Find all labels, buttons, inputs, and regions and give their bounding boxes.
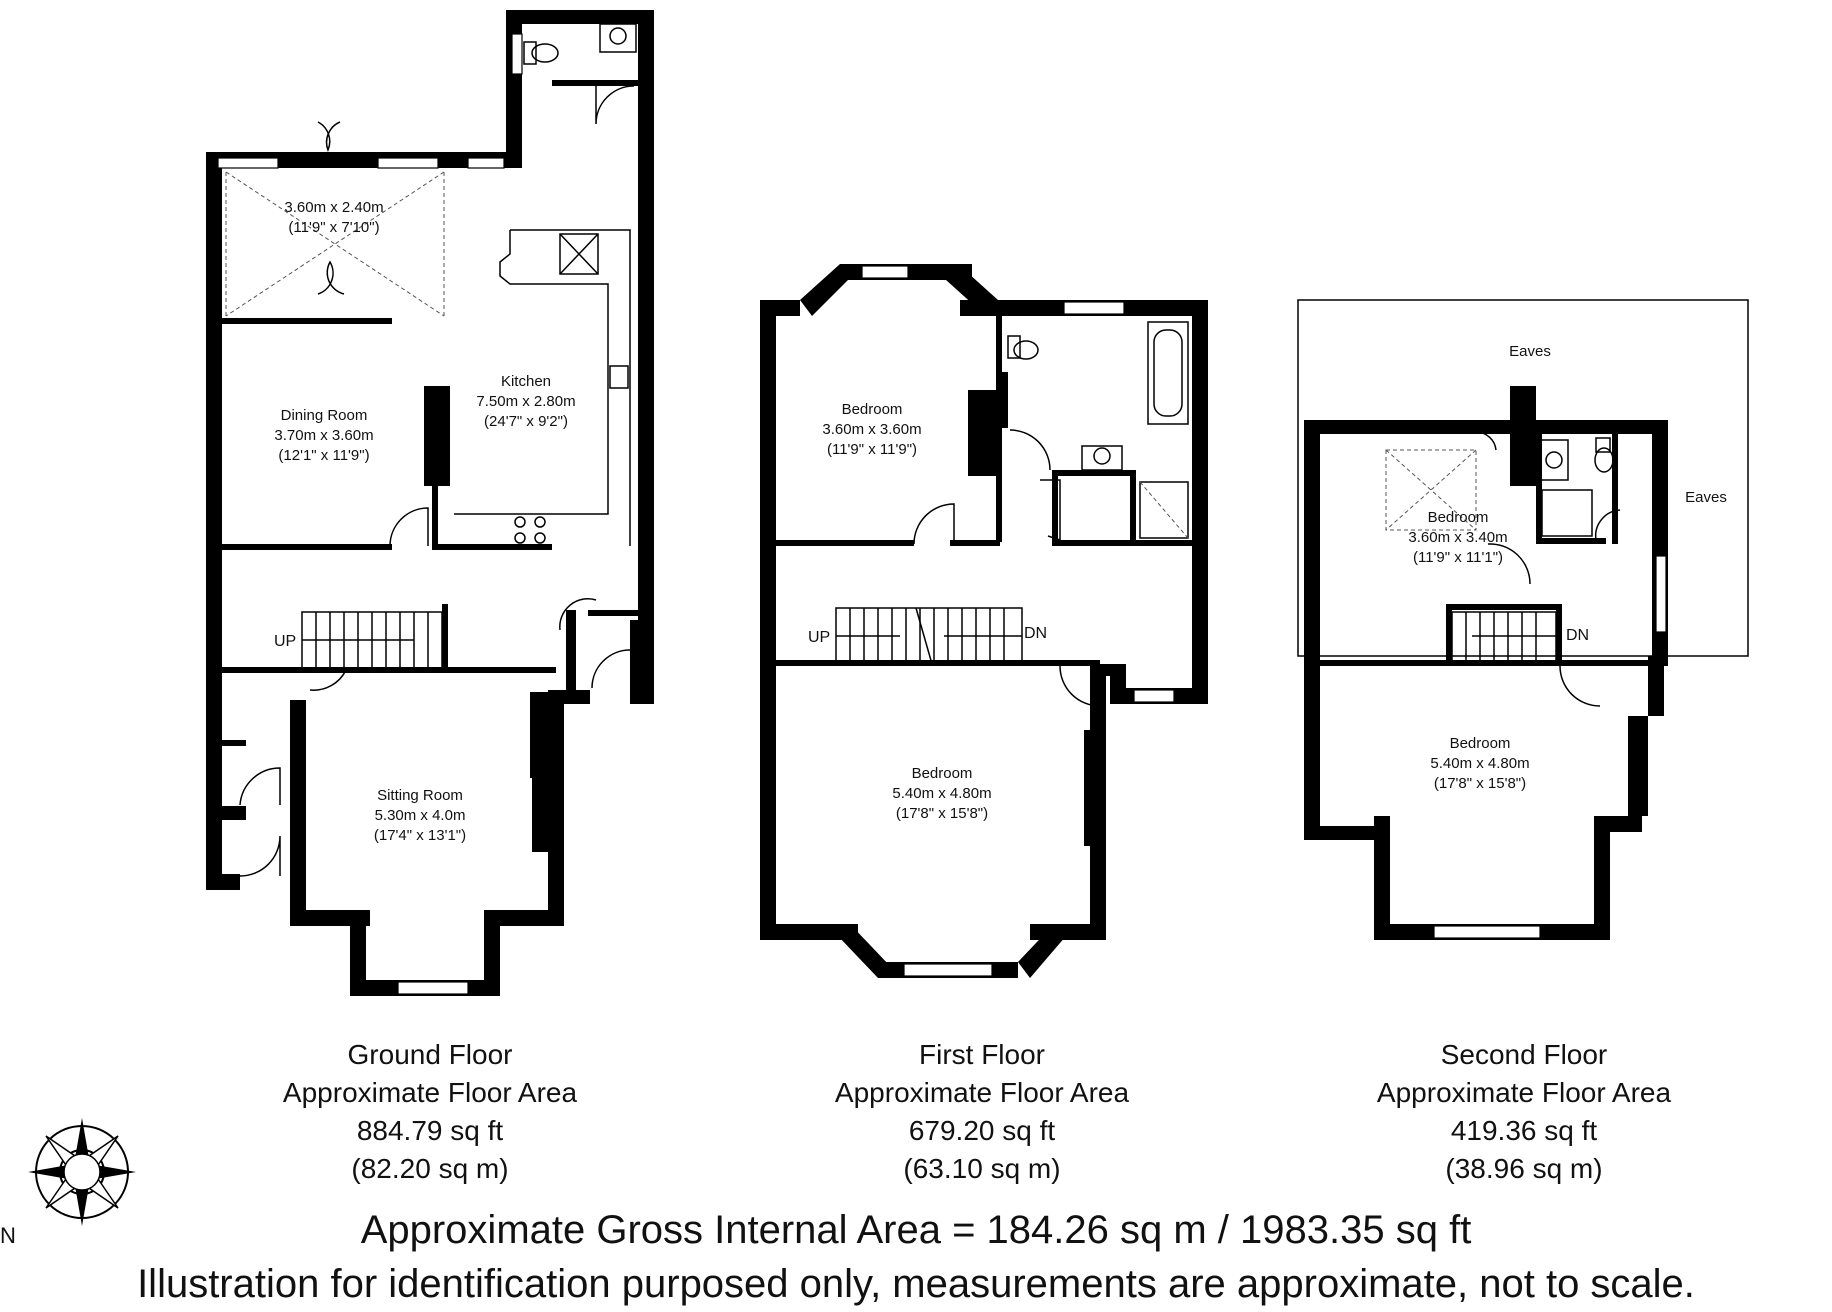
ground-floor-area-label: Approximate Floor Area <box>282 1077 578 1108</box>
sitting-room-dimensions-imperial: (17'4" x 13'1") <box>374 827 466 844</box>
dining-room-dimensions-imperial: (12'1" x 11'9") <box>278 447 369 464</box>
second-floor-sqm: (38.96 sq m) <box>1445 1153 1603 1184</box>
second-bedroom-1-name: Bedroom <box>1428 509 1489 526</box>
first-floor-summary: First Floor Approximate Floor Area 679.2… <box>772 1036 1192 1188</box>
compass-north-label: N <box>0 1223 16 1248</box>
second-bedroom-2-dimensions-metric: 5.40m x 4.80m <box>1430 755 1529 772</box>
first-bedroom-1-name: Bedroom <box>842 401 903 418</box>
kitchen-name: Kitchen <box>501 373 551 390</box>
first-stairs-up-label: UP <box>808 629 830 646</box>
basin-icon <box>599 23 637 53</box>
toilet-icon <box>1594 437 1614 473</box>
conservatory-dimensions-metric: 3.60m x 2.40m <box>284 199 383 216</box>
second-floor-plan <box>1297 299 1749 940</box>
second-floor-area-label: Approximate Floor Area <box>1376 1077 1672 1108</box>
disclaimer-text: Illustration for identification purposed… <box>137 1262 1695 1306</box>
second-stairs-down-label: DN <box>1566 627 1589 644</box>
ground-floor-sqm: (82.20 sq m) <box>351 1153 509 1184</box>
first-floor-title: First Floor <box>919 1039 1045 1070</box>
dining-room-dimensions-metric: 3.70m x 3.60m <box>274 427 373 444</box>
second-bedroom-2-dimensions-imperial: (17'8" x 15'8") <box>1434 775 1526 792</box>
bath-icon <box>1147 321 1189 425</box>
toilet-icon <box>523 41 559 65</box>
second-bedroom-2-name: Bedroom <box>1450 735 1511 752</box>
first-floor-plan <box>760 264 1208 978</box>
conservatory-dimensions-imperial: (11'9" x 7'10") <box>288 219 379 236</box>
toilet-icon <box>1007 335 1039 360</box>
kitchen-dimensions-imperial: (24'7" x 9'2") <box>484 413 568 430</box>
second-stairs <box>1451 611 1557 665</box>
hob-icon <box>514 516 546 544</box>
basin-icon <box>1539 439 1569 481</box>
gross-internal-area: Approximate Gross Internal Area = 184.26… <box>360 1208 1472 1252</box>
first-stairs-down-label: DN <box>1024 625 1047 642</box>
eaves-top-label: Eaves <box>1509 343 1551 360</box>
ground-floor-summary: Ground Floor Approximate Floor Area 884.… <box>220 1036 640 1188</box>
eaves-right-label: Eaves <box>1685 489 1727 506</box>
shower-icon <box>1541 489 1593 537</box>
compass-rose-icon <box>28 1118 136 1226</box>
first-bedroom-2-dimensions-imperial: (17'8" x 15'8") <box>896 805 988 822</box>
ground-stairs <box>301 611 443 669</box>
second-floor-sqft: 419.36 sq ft <box>1450 1115 1598 1146</box>
dining-room-name: Dining Room <box>281 407 368 424</box>
second-floor-summary: Second Floor Approximate Floor Area 419.… <box>1314 1036 1734 1188</box>
first-bedroom-2-name: Bedroom <box>912 765 973 782</box>
ground-floor-title: Ground Floor <box>347 1039 513 1070</box>
first-stairs <box>835 607 1023 665</box>
shower-icon <box>1139 481 1189 539</box>
kitchen-dimensions-metric: 7.50m x 2.80m <box>476 393 575 410</box>
first-floor-sqft: 679.20 sq ft <box>908 1115 1056 1146</box>
second-floor-title: Second Floor <box>1440 1039 1608 1070</box>
sitting-room-dimensions-metric: 5.30m x 4.0m <box>375 807 466 824</box>
first-bedroom-2-dimensions-metric: 5.40m x 4.80m <box>892 785 991 802</box>
second-bedroom-1-dimensions-imperial: (11'9" x 11'1") <box>1413 549 1503 566</box>
basin-icon <box>1081 445 1123 471</box>
ground-floor-sqft: 884.79 sq ft <box>356 1115 504 1146</box>
ground-stairs-up-label: UP <box>274 633 296 650</box>
first-bedroom-1-dimensions-metric: 3.60m x 3.60m <box>822 421 921 438</box>
second-bedroom-1-dimensions-metric: 3.60m x 3.40m <box>1408 529 1507 546</box>
first-floor-area-label: Approximate Floor Area <box>834 1077 1130 1108</box>
sitting-room-name: Sitting Room <box>377 787 463 804</box>
ground-floor-plan <box>206 10 654 996</box>
first-floor-sqm: (63.10 sq m) <box>903 1153 1061 1184</box>
first-bedroom-1-dimensions-imperial: (11'9" x 11'9") <box>827 441 917 458</box>
